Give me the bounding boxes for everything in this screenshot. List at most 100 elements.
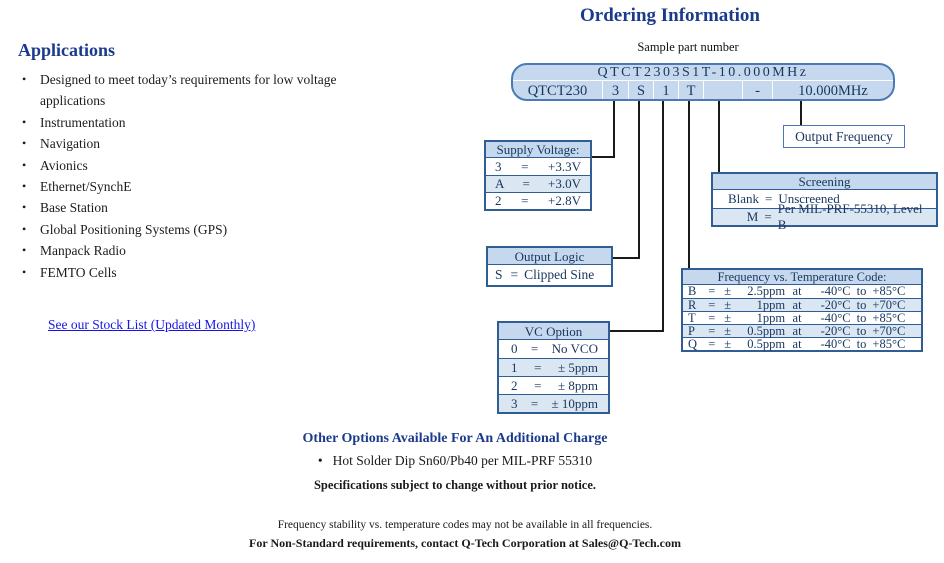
part-number-full: QTCT2303S1T-10.000MHz: [513, 65, 893, 81]
contact-note: For Non-Standard requirements, contact Q…: [249, 536, 681, 550]
sample-part-number-box: QTCT2303S1T-10.000MHz QTCT230 3 S 1 T - …: [511, 63, 895, 101]
list-item: Navigation: [20, 133, 392, 155]
temp-low-cell: -20°C: [820, 297, 851, 312]
connector-supply-voltage: [592, 101, 615, 158]
code-cell: Blank: [727, 190, 759, 206]
code-cell: 1: [511, 359, 518, 375]
temp-low-cell: -20°C: [820, 323, 851, 338]
equals-sign: =: [522, 176, 530, 191]
ppm-cell: 1ppm: [756, 297, 786, 312]
connector-vc-option: [610, 101, 664, 332]
list-item: Base Station: [20, 197, 392, 219]
connector-screening: [718, 101, 720, 172]
spec-change-notice: Specifications subject to change without…: [313, 478, 597, 492]
table-row: T = ± 1ppm at -40°C to +85°C: [683, 310, 921, 325]
table-header: Output Logic: [488, 248, 611, 265]
table-header: Supply Voltage:: [486, 142, 590, 158]
temp-low-cell: -40°C: [820, 310, 851, 325]
value-cell: Per MIL-PRF-55310, Level B: [777, 200, 923, 232]
equals-sign: =: [534, 359, 542, 375]
stock-list-link[interactable]: See our Stock List (Updated Monthly): [48, 317, 256, 332]
code-cell: T: [688, 310, 696, 325]
output-logic-table: Output Logic S = Clipped Sine: [486, 246, 613, 287]
temp-high-cell: +85°C: [872, 336, 906, 351]
table-row: Blank = Unscreened: [713, 190, 936, 208]
list-item: Manpack Radio: [20, 240, 392, 262]
code-cell: 0: [511, 341, 518, 356]
screening-table: Screening Blank = Unscreened M = Per MIL…: [711, 172, 938, 232]
ppm-cell: 0.5ppm: [747, 336, 786, 351]
code-cell: A: [495, 176, 505, 191]
equals-sign: =: [708, 336, 716, 351]
at-label: at: [792, 284, 802, 298]
hot-solder-text: Hot Solder Dip Sn60/Pb40 per MIL-PRF 553…: [332, 453, 593, 468]
segment-screening: [703, 81, 742, 99]
temp-high-cell: +85°C: [872, 284, 906, 298]
to-label: to: [856, 284, 867, 298]
table-row: 3 = ± 10ppm: [499, 394, 608, 412]
equals-sign: =: [708, 297, 716, 312]
applications-heading: Applications: [18, 40, 116, 60]
table-header: Frequency vs. Temperature Code:: [683, 270, 921, 285]
segment-vc-option: 1: [653, 81, 678, 99]
vc-option-table: VC Option 0 = No VCO 1 = ± 5ppm 2 = ± 8p…: [497, 321, 610, 414]
equals-sign: =: [521, 193, 529, 208]
temp-high-cell: +85°C: [872, 310, 906, 325]
equals-sign: =: [534, 377, 542, 393]
ppm-cell: 0.5ppm: [747, 323, 786, 338]
value-cell: +3.0V: [548, 176, 581, 191]
value-cell: No VCO: [551, 341, 598, 356]
code-cell: P: [688, 323, 695, 338]
equals-sign: =: [708, 323, 716, 338]
at-label: at: [792, 310, 802, 325]
list-item: Global Positioning Systems (GPS): [20, 219, 392, 241]
to-label: to: [856, 336, 867, 351]
connector-output-frequency: [800, 101, 802, 125]
table-row: A = +3.0V: [486, 175, 590, 192]
table-row: 2 = ± 8ppm: [499, 376, 608, 394]
freq-temp-code-table: Frequency vs. Temperature Code: B = ± 2.…: [681, 268, 923, 352]
bullet-glyph: •: [317, 453, 323, 468]
table-row: R = ± 1ppm at -20°C to +70°C: [683, 297, 921, 312]
value-cell: +2.8V: [548, 193, 581, 208]
table-row: 1 = ± 5ppm: [499, 358, 608, 376]
temp-low-cell: -40°C: [820, 284, 851, 298]
other-options-heading: Other Options Available For An Additiona…: [302, 431, 608, 446]
plus-minus-sign: ±: [724, 297, 732, 312]
segment-supply-voltage: 3: [602, 81, 628, 99]
temp-high-cell: +70°C: [872, 323, 906, 338]
list-item: Avionics: [20, 155, 392, 177]
value-cell: ± 5ppm: [558, 359, 598, 375]
segment-series: QTCT230: [527, 82, 588, 99]
table-header: VC Option: [499, 323, 608, 340]
table-row: S = Clipped Sine: [488, 265, 611, 285]
value-cell: Clipped Sine: [524, 267, 595, 282]
equals-sign: =: [530, 341, 539, 356]
table-row: 0 = No VCO: [499, 340, 608, 358]
value-cell: ± 10ppm: [551, 395, 599, 411]
output-frequency-callout: Output Frequency: [783, 125, 905, 148]
temp-low-cell: -40°C: [820, 336, 851, 351]
plus-minus-sign: ±: [724, 284, 732, 298]
equals-sign: =: [708, 310, 716, 325]
to-label: to: [856, 310, 867, 325]
hot-solder-note: • Hot Solder Dip Sn60/Pb40 per MIL-PRF 55…: [205, 453, 705, 469]
plus-minus-sign: ±: [724, 310, 732, 325]
ppm-cell: 1ppm: [756, 310, 786, 325]
code-cell: 3: [511, 395, 518, 411]
equals-sign: =: [764, 208, 772, 224]
table-row: P = ± 0.5ppm at -20°C to +70°C: [683, 323, 921, 338]
code-cell: M: [746, 208, 759, 224]
table-header: Screening: [713, 174, 936, 190]
equals-sign: =: [521, 158, 529, 174]
at-label: at: [792, 336, 802, 351]
segment-output-logic: S: [628, 81, 653, 99]
equals-sign: =: [765, 190, 773, 206]
at-label: at: [792, 297, 802, 312]
code-cell: 2: [511, 377, 518, 393]
table-row: B = ± 2.5ppm at -40°C to +85°C: [683, 284, 921, 298]
code-cell: B: [688, 284, 697, 298]
value-cell: Unscreened: [778, 190, 840, 206]
segment-dash: -: [742, 81, 772, 99]
